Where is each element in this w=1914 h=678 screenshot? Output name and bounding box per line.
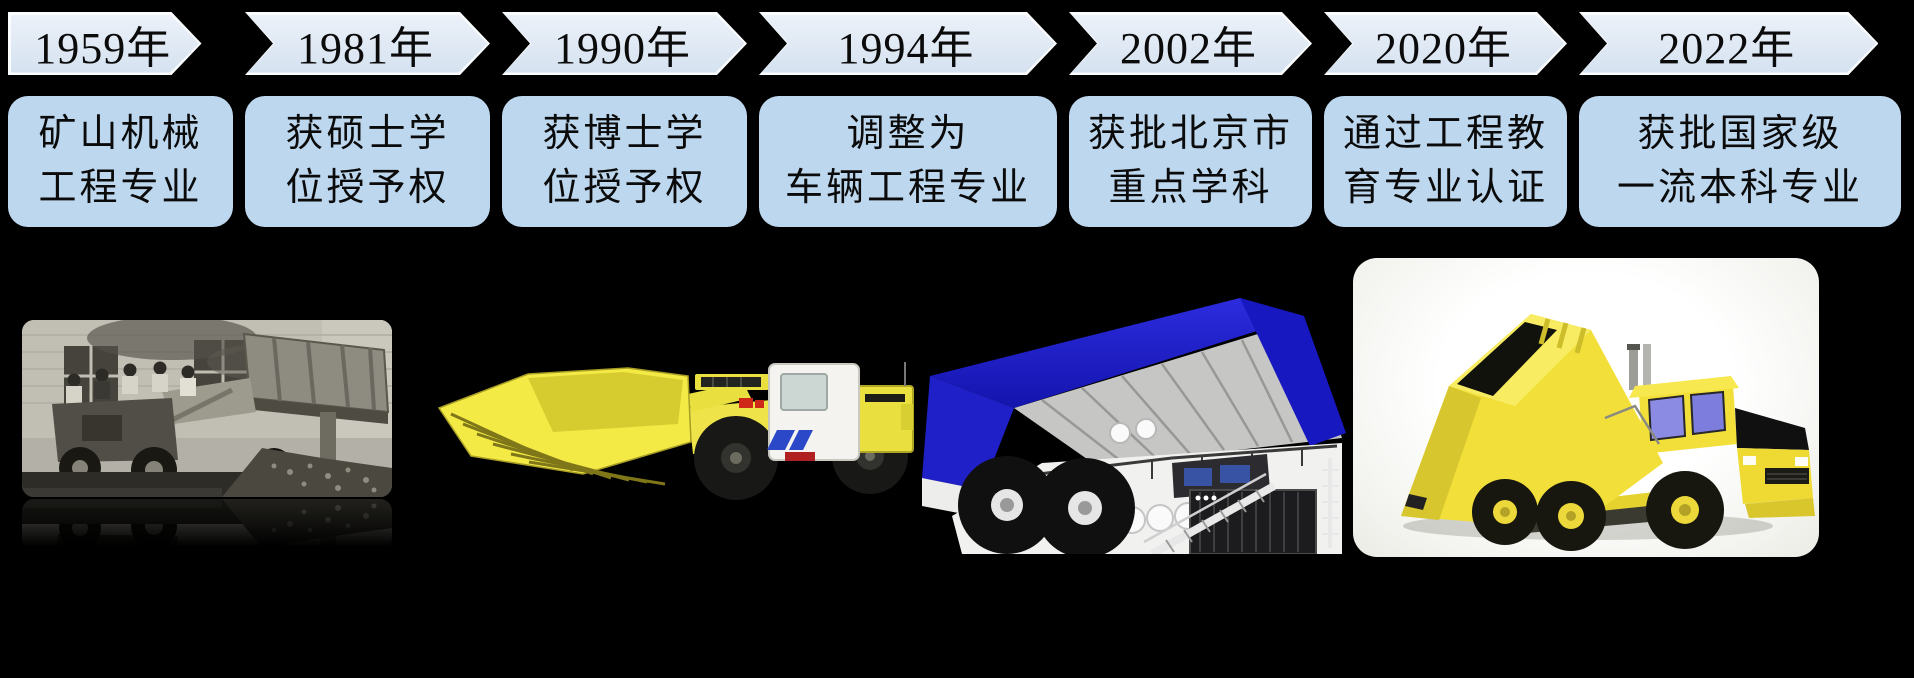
- year-banner-7: 2022年: [1579, 12, 1878, 75]
- banner-fill: [11, 15, 200, 73]
- people: [66, 361, 196, 404]
- year-label: 2020年: [1375, 23, 1512, 73]
- year-label: 2022年: [1658, 23, 1796, 73]
- year-label: 2002年: [1120, 23, 1257, 73]
- year-banner-3: 1990年: [502, 12, 747, 75]
- front-wheel: [694, 416, 778, 500]
- historic-photo-frame: [22, 320, 392, 497]
- milestone-text: 获批国家级 一流本科专业: [1616, 112, 1863, 209]
- banner-fill: [248, 15, 488, 73]
- banner-fill: [1072, 15, 1310, 73]
- historic-photo-reflection-image: [22, 499, 392, 551]
- milestone-text: 获批北京市 重点学科: [1087, 112, 1293, 209]
- milestone-box-4: 调整为 车辆工程专业: [759, 96, 1057, 227]
- access-stairs: [1143, 472, 1276, 558]
- year-label: 1981年: [297, 23, 434, 73]
- banner-row: 1959年 1981年 1990年 1994年 2002年 2020年: [0, 12, 1914, 75]
- year-banner-2: 1981年: [245, 12, 490, 75]
- milestone-text: 矿山机械 工程专业: [38, 112, 203, 209]
- wheels: [1472, 471, 1724, 551]
- historic-photo-1959: [22, 320, 392, 551]
- wheels: [958, 456, 1135, 558]
- year-banner-5: 2002年: [1069, 12, 1312, 75]
- cab: [767, 363, 860, 461]
- banner-fill: [1327, 15, 1565, 73]
- milestone-text: 调整为 车辆工程专业: [784, 112, 1031, 209]
- historic-photo-image: [22, 320, 392, 497]
- milestone-text: 获硕士学 位授予权: [285, 112, 450, 209]
- milestone-text: 获博士学 位授予权: [542, 112, 707, 209]
- dump-hopper: [242, 332, 390, 460]
- banner-fill: [762, 15, 1055, 73]
- box-row: 矿山机械 工程专业 获硕士学 位授予权 获博士学 位授予权 调整为 车辆工程专业…: [0, 96, 1914, 227]
- year-banner-4: 1994年: [759, 12, 1057, 75]
- exhaust-stacks: [1627, 344, 1651, 390]
- milestone-box-2: 获硕士学 位授予权: [245, 96, 490, 227]
- year-label: 1990年: [554, 23, 691, 73]
- year-label: 1959年: [34, 23, 172, 73]
- bed-canopy: [922, 298, 1346, 490]
- year-banner-6: 2020年: [1324, 12, 1567, 75]
- cab: [1604, 376, 1739, 454]
- raised-bed: [1401, 314, 1663, 524]
- historic-photo-reflection: [22, 499, 392, 551]
- headlights: [1109, 418, 1157, 444]
- milestone-box-3: 获博士学 位授予权: [502, 96, 747, 227]
- mining-dump-truck-image: [922, 298, 1346, 558]
- side-ladder: [1322, 458, 1338, 548]
- year-label: 1994年: [837, 23, 975, 73]
- mining-dump-truck: [922, 258, 1346, 558]
- hood-and-nose: [1735, 408, 1815, 518]
- milestone-text: 通过工程教 育专业认证: [1342, 112, 1548, 209]
- articulated-dump-truck-card: [1353, 258, 1819, 557]
- underground-lhd-loader: [433, 346, 920, 506]
- milestone-box-7: 获批国家级 一流本科专业: [1579, 96, 1901, 227]
- articulated-dump-truck-image: [1401, 314, 1815, 551]
- banner-fill: [505, 15, 745, 73]
- milestone-box-5: 获批北京市 重点学科: [1069, 96, 1312, 227]
- year-banner-1: 1959年: [8, 12, 202, 75]
- rear-module: [856, 362, 914, 453]
- loader-body: [52, 398, 178, 462]
- milestone-box-1: 矿山机械 工程专业: [8, 96, 233, 227]
- bucket: [437, 367, 692, 486]
- banner-fill: [1582, 15, 1876, 73]
- lhd-loader-image: [437, 362, 914, 500]
- milestone-box-6: 通过工程教 育专业认证: [1324, 96, 1567, 227]
